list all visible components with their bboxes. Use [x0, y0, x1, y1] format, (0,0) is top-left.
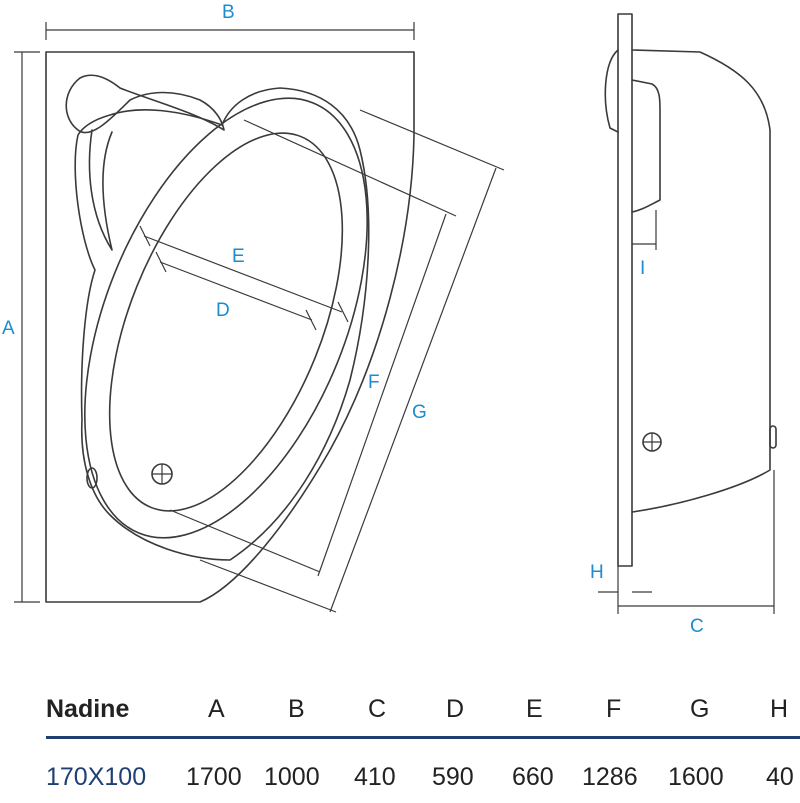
label-f: F: [368, 372, 380, 393]
side-rim-plate: [617, 13, 633, 567]
label-c: C: [690, 616, 704, 637]
value-b: 1000: [264, 763, 320, 791]
label-a: A: [2, 318, 15, 339]
column-header: C: [368, 695, 387, 723]
table-row: 170X100 1700 1000 410 590 660 1286 1600 …: [46, 763, 800, 803]
value-a: 1700: [186, 763, 242, 791]
dimension-a: A: [2, 51, 40, 603]
seat-detail: [88, 129, 113, 251]
value-d: 590: [432, 763, 474, 791]
basin-inner: [108, 132, 344, 512]
label-b: B: [222, 2, 235, 23]
value-e: 660: [512, 763, 554, 791]
dimension-d: D: [155, 251, 317, 331]
dimension-h: H: [590, 562, 652, 593]
side-headrest: [604, 49, 619, 133]
label-i: I: [640, 258, 645, 279]
size-value: 170X100: [46, 763, 147, 791]
label-e: E: [232, 246, 245, 267]
table-divider: [46, 736, 800, 739]
label-g: G: [412, 402, 427, 423]
column-header: G: [690, 695, 710, 723]
tub-rim: [74, 87, 370, 561]
drain-icon: [151, 463, 173, 485]
headrest: [65, 74, 225, 134]
column-header: B: [288, 695, 305, 723]
side-seat: [631, 79, 661, 213]
column-header: D: [446, 695, 465, 723]
side-overflow: [769, 425, 777, 449]
dimension-c: C: [617, 470, 775, 637]
overflow-icon: [86, 467, 98, 489]
label-d: D: [216, 300, 230, 321]
side-body: [631, 49, 771, 513]
bathtub-technical-drawing: B A E D F: [2, 2, 777, 637]
model-name: Nadine: [46, 695, 130, 723]
value-h: 40: [766, 763, 794, 791]
dimension-i: I: [632, 210, 657, 279]
column-header: A: [208, 695, 225, 723]
table-header-row: Nadine A B C D E F G H: [46, 695, 800, 739]
basin-outer-ring: [84, 97, 368, 539]
column-header: H: [770, 695, 789, 723]
dimension-f: F: [169, 119, 457, 577]
label-h: H: [590, 562, 604, 583]
value-c: 410: [354, 763, 396, 791]
specification-table: Nadine A B C D E F G H 170X100 1700 1000…: [46, 695, 800, 803]
dimension-b: B: [45, 2, 415, 40]
column-header: E: [526, 695, 543, 723]
column-header: F: [606, 695, 622, 723]
dimension-g: G: [199, 109, 505, 613]
side-drain-icon: [642, 432, 662, 452]
tub-outer-outline: [45, 51, 415, 603]
value-g: 1600: [668, 763, 724, 791]
dimension-e: E: [139, 225, 349, 323]
value-f: 1286: [582, 763, 638, 791]
